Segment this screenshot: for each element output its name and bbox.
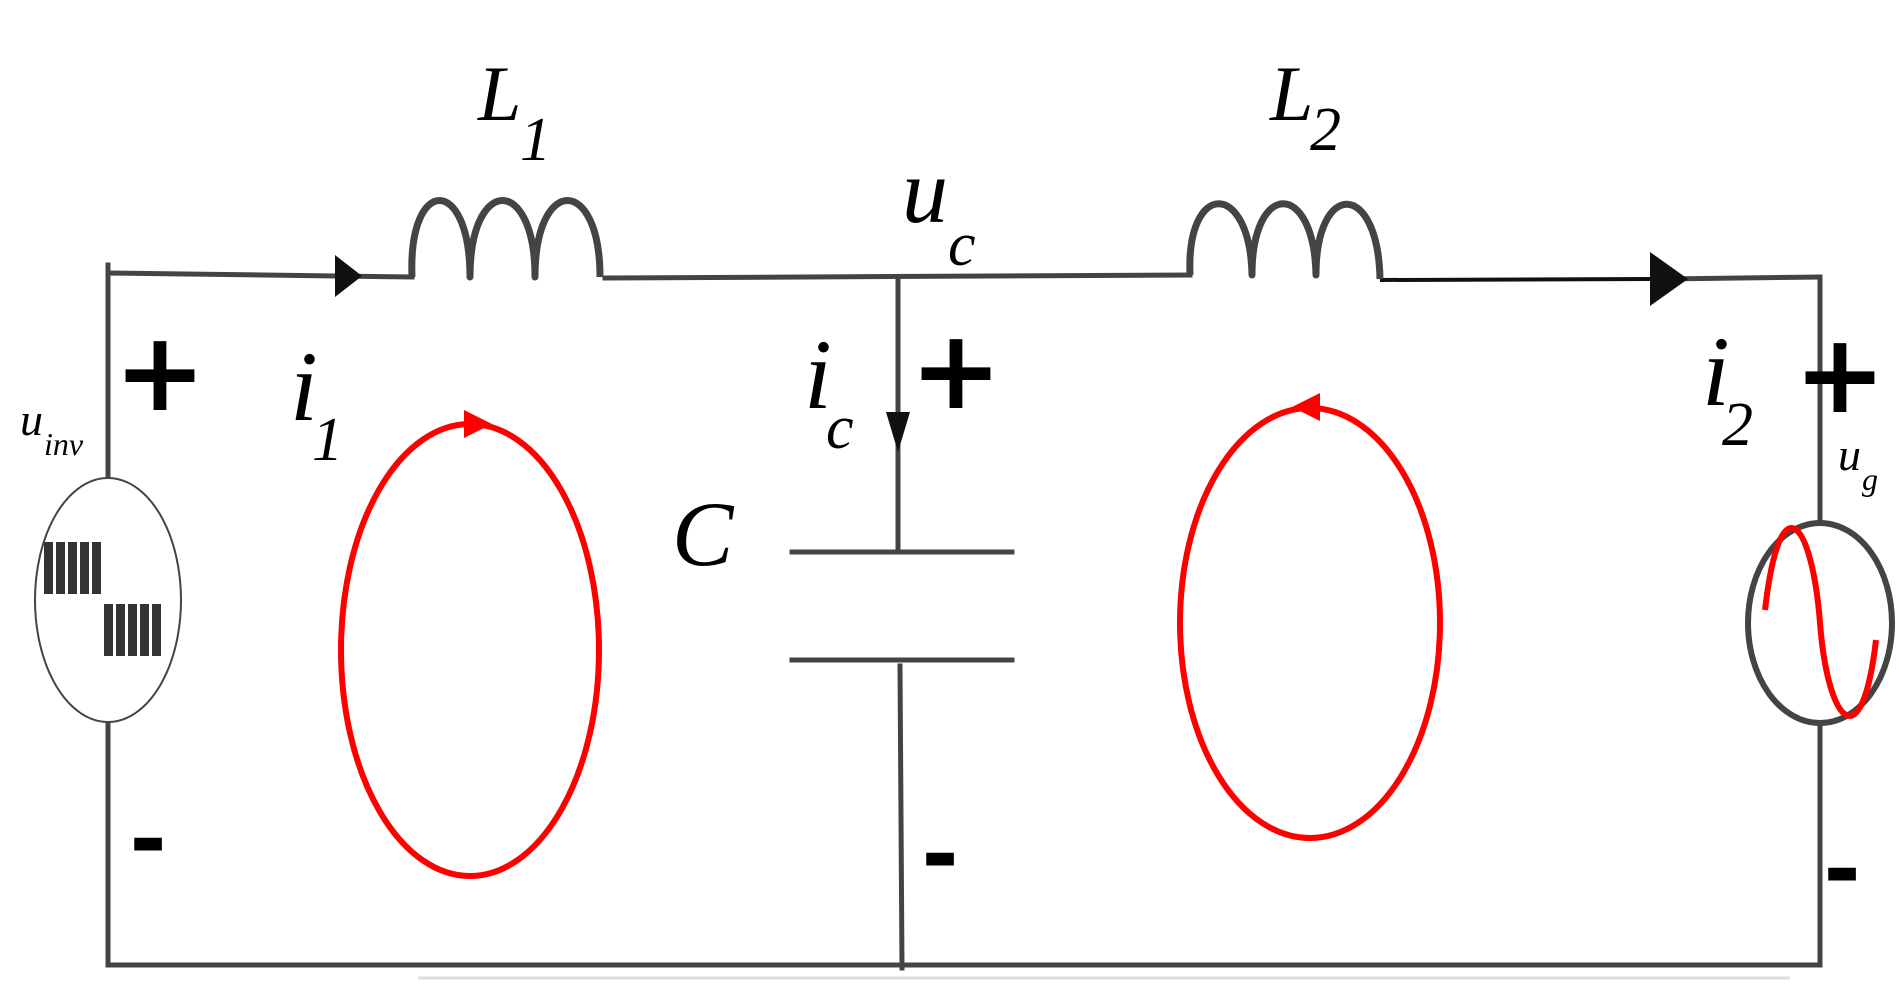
ug-main: u <box>1838 429 1861 480</box>
loop-right-arrow-icon <box>1292 393 1320 421</box>
l1-main: L <box>477 50 521 137</box>
inductor-l1 <box>408 197 604 281</box>
i2-arrow-icon <box>1650 252 1688 306</box>
inverter-source-outline <box>34 477 182 723</box>
inductor-l2 <box>1186 200 1384 280</box>
uinv-main: u <box>20 394 43 445</box>
inverter-source <box>34 477 182 723</box>
wire-top-right-dark <box>1379 277 1666 282</box>
capacitor-plus-sign: + <box>910 306 1002 434</box>
label-ug: u g <box>1838 429 1878 497</box>
label-i1: i 1 <box>290 331 343 474</box>
i1-arrow-icon <box>335 255 362 297</box>
capacitor-label: C <box>672 483 735 585</box>
wires <box>105 262 1823 980</box>
uc-main: u <box>902 140 948 242</box>
ic-sub: c <box>826 394 854 462</box>
ic-main: i <box>804 319 832 430</box>
uc-sub: c <box>948 211 976 279</box>
label-l2: L 2 <box>1269 50 1341 164</box>
label-capacitor: C <box>672 483 735 585</box>
ug-sub: g <box>1862 461 1878 497</box>
label-uc: u c <box>902 140 976 279</box>
label-uinv: u inv <box>20 394 84 462</box>
loop-left <box>338 410 602 879</box>
loop-left-arrow-icon <box>464 410 492 438</box>
label-ic: i c <box>804 319 854 462</box>
inverter-plus-sign: + <box>114 308 206 436</box>
i2-sub: 2 <box>1722 391 1753 459</box>
pwm-waveform-icon <box>44 542 161 656</box>
l1-sub: 1 <box>520 106 551 174</box>
polarity-signs: + + + - - - <box>114 306 1886 922</box>
i2-main: i <box>1702 316 1730 427</box>
i1-main: i <box>290 331 318 442</box>
uinv-sub: inv <box>44 426 84 462</box>
grid-source <box>1745 520 1895 726</box>
label-l1: L 1 <box>477 50 551 174</box>
sine-wave-icon <box>1762 525 1879 719</box>
i1-sub: 1 <box>312 406 343 474</box>
grid-minus-sign: - <box>1823 817 1860 922</box>
capacitor-minus-sign: - <box>921 802 958 907</box>
grid-plus-sign: + <box>1794 310 1886 438</box>
capacitor <box>789 549 1015 663</box>
wire-top-left <box>105 270 415 280</box>
l2-sub: 2 <box>1310 96 1341 164</box>
wire-top-right <box>1662 274 1823 282</box>
loop-right <box>1177 393 1443 841</box>
ic-arrow-icon <box>886 412 910 452</box>
wire-cap-bottom <box>897 663 905 971</box>
inverter-minus-sign: - <box>129 787 166 892</box>
label-i2: i 2 <box>1702 316 1753 459</box>
l2-main: L <box>1269 50 1313 137</box>
